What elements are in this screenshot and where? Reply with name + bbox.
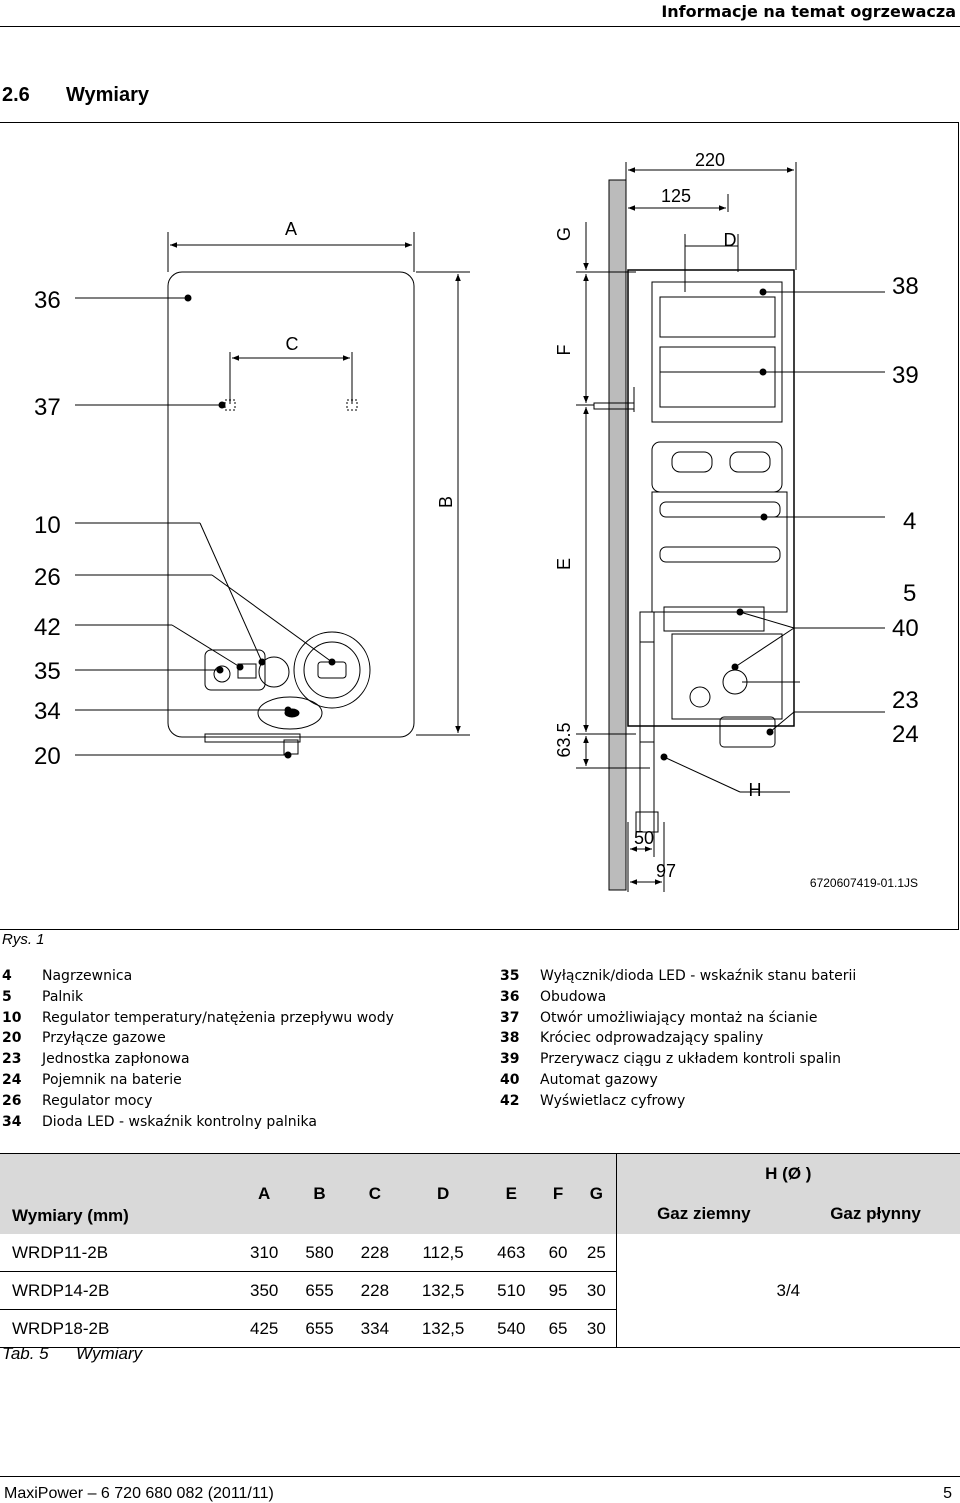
table-row: WRDP14-2B 350 655 228 132,5 510 95 30 [0, 1271, 960, 1310]
figure-frame [0, 122, 959, 930]
label-20: 20 [34, 743, 61, 770]
dimensions-table: Wymiary (mm) A B C D E F G H (Ø ) Gaz zi… [0, 1153, 960, 1348]
label-36: 36 [34, 287, 61, 314]
wall-section [608, 179, 627, 891]
dim-D: D [724, 230, 737, 250]
label-34: 34 [34, 698, 61, 725]
label-39: 39 [892, 362, 919, 389]
header-col: A [236, 1153, 292, 1234]
label-26: 26 [34, 564, 61, 591]
label-5: 5 [903, 580, 916, 607]
figure-caption: Rys. 1 [2, 931, 45, 948]
section-number: 2.6 [2, 84, 30, 106]
dim-A: A [285, 219, 297, 239]
header-gaz-ziemny: Gaz ziemny [615, 1194, 792, 1234]
header-col: F [538, 1153, 578, 1234]
table-row: WRDP18-2B 425 655 334 132,5 540 65 30 [0, 1309, 960, 1348]
dim-220: 220 [695, 150, 725, 170]
h-value: 3/4 [615, 1234, 960, 1348]
label-42: 42 [34, 614, 61, 641]
dim-E: E [554, 558, 574, 570]
page-footer: MaxiPower – 6 720 680 082 (2011/11) 5 [0, 1476, 960, 1503]
table-row: WRDP11-2B 310 580 228 112,5 463 60 25 3/… [0, 1234, 960, 1348]
label-40: 40 [892, 615, 919, 642]
dim-G: G [554, 227, 574, 241]
page-header: Informacje na temat ogrzewacza [0, 0, 960, 27]
dim-63-5: 63.5 [554, 722, 574, 757]
label-23: 23 [892, 687, 919, 714]
header-h-group: H (Ø ) [615, 1153, 960, 1194]
table-caption: Tab. 5 Wymiary [2, 1344, 142, 1364]
footer-doc-id: MaxiPower – 6 720 680 082 (2011/11) [4, 1485, 274, 1502]
dimension-drawing: 220 125 A C D G F B E 63.5 H 50 97 36 37… [34, 150, 919, 892]
header-title: Informacje na temat ogrzewacza [661, 2, 956, 21]
header-wymiary: Wymiary (mm) [0, 1153, 237, 1234]
table-caption-text: Wymiary [76, 1344, 143, 1363]
header-gaz-plynny: Gaz płynny [791, 1194, 960, 1234]
section-name: Wymiary [66, 84, 150, 106]
label-4: 4 [903, 508, 916, 535]
dim-B: B [436, 496, 456, 508]
header-col: D [402, 1153, 484, 1234]
label-38: 38 [892, 273, 919, 300]
housing-side [627, 269, 795, 727]
dim-C: C [286, 334, 299, 354]
dim-H: H [749, 780, 762, 800]
figure-ref-code: 6720607419-01.1JS [810, 876, 918, 890]
label-24: 24 [892, 721, 919, 748]
page-number: 5 [943, 1485, 952, 1502]
dim-97: 97 [656, 861, 676, 881]
section-title: 2.6 Wymiary [2, 84, 149, 107]
label-37: 37 [34, 394, 61, 421]
header-col: C [347, 1153, 403, 1234]
header-col: E [483, 1153, 539, 1234]
table-caption-number: Tab. 5 [2, 1344, 49, 1363]
dim-125: 125 [661, 186, 691, 206]
header-col: G [577, 1153, 617, 1234]
label-35: 35 [34, 658, 61, 685]
header-col: B [291, 1153, 348, 1234]
dim-F: F [554, 345, 574, 356]
dim-50: 50 [634, 828, 654, 848]
table-header-row: Wymiary (mm) A B C D E F G H (Ø ) [0, 1153, 960, 1234]
label-10: 10 [34, 512, 61, 539]
